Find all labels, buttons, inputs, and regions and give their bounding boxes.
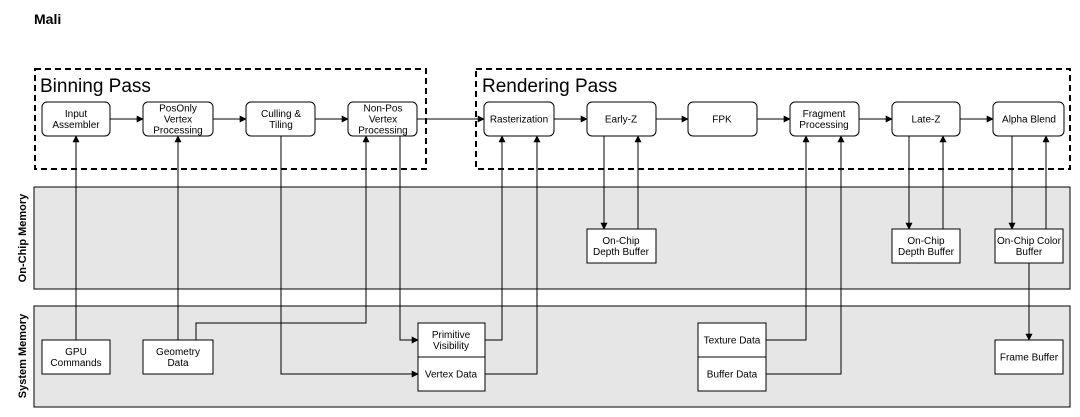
node-label-line: Primitive — [432, 330, 471, 341]
node-label-line: Depth Buffer — [898, 247, 955, 258]
node-label-line: Buffer — [1016, 247, 1043, 258]
node-label-line: Texture Data — [704, 336, 761, 347]
node-label-line: Tiling — [269, 120, 293, 131]
node-label-line: Alpha Blend — [1002, 115, 1056, 126]
group-rendering-pass: Rendering Pass — [475, 68, 1071, 170]
node-label-line: Processing — [799, 120, 848, 131]
node-late-z: Late-Z — [891, 101, 961, 137]
node-label-line: GPU — [65, 347, 87, 358]
node-label: Early-Z — [605, 115, 637, 126]
edges — [72, 115, 1050, 378]
node-label-line: On-Chip — [907, 236, 945, 247]
node-label: Texture Data — [704, 336, 761, 347]
edge-nonpos-to-primitive — [399, 136, 419, 344]
node-label-line: Commands — [50, 358, 101, 369]
node-label-line: Frame Buffer — [1000, 353, 1059, 364]
node-label-line: Processing — [153, 126, 202, 137]
node-label-line: Late-Z — [912, 115, 941, 126]
node-label-line: FPK — [712, 115, 732, 126]
node-frame-buffer: Frame Buffer — [994, 339, 1064, 375]
group-label-binning-pass: Binning Pass — [40, 76, 151, 97]
node-vertex-data: Vertex Data — [417, 356, 486, 392]
node-label-line: Rasterization — [490, 115, 548, 126]
node-label-line: Data — [167, 358, 189, 369]
node-label-line: PosOnly — [159, 104, 197, 115]
edge-texture-to-fragment — [766, 135, 810, 341]
lane-label-on-chip-memory: On-Chip Memory — [17, 193, 29, 282]
node-label: Vertex Data — [425, 370, 478, 381]
node-label-line: Non-Pos — [364, 104, 403, 115]
edge-buffer-to-fragment — [766, 135, 845, 375]
lane-label-system-memory: System Memory — [17, 313, 29, 398]
node-label-line: Assembler — [52, 120, 100, 131]
node-label-line: On-Chip Color — [997, 236, 1062, 247]
node-label-line: Early-Z — [605, 115, 637, 126]
node-label-line: On-Chip — [602, 236, 640, 247]
node-label-line: Vertex — [164, 115, 192, 126]
node-buffer-data: Buffer Data — [697, 356, 767, 392]
node-label-line: Buffer Data — [707, 370, 758, 381]
node-label-line: Geometry — [156, 347, 200, 358]
node-label-line: Visibility — [433, 341, 469, 352]
node-fpk: FPK — [687, 101, 758, 137]
node-label: Alpha Blend — [1002, 115, 1056, 126]
node-alpha-blend: Alpha Blend — [992, 101, 1065, 137]
node-label-line: Depth Buffer — [593, 247, 650, 258]
node-label: Frame Buffer — [1000, 353, 1059, 364]
diagram-title: Mali — [34, 11, 61, 27]
node-label-line: Fragment — [803, 109, 846, 120]
node-label-line: Culling & — [261, 109, 301, 120]
node-label-line: Processing — [358, 126, 407, 137]
node-culling-tiling: Culling &Tiling — [245, 101, 316, 137]
node-label-line: Vertex Data — [425, 370, 478, 381]
edge-vertexdata-to-rasterization — [485, 135, 541, 375]
group-label-rendering-pass: Rendering Pass — [482, 76, 617, 97]
node-label: Late-Z — [912, 115, 941, 126]
node-label: FPK — [712, 115, 732, 126]
node-rasterization: Rasterization — [483, 101, 555, 137]
node-early-z: Early-Z — [586, 101, 657, 137]
node-texture-data: Texture Data — [697, 322, 767, 358]
node-label-line: Input — [65, 109, 87, 120]
node-label-line: Vertex — [369, 115, 397, 126]
node-label: Culling &Tiling — [261, 109, 301, 131]
edge-primitive-to-rasterization — [485, 135, 506, 341]
node-label: Buffer Data — [707, 370, 758, 381]
edge-culling-to-vertexdata — [280, 136, 419, 378]
node-label: Rasterization — [490, 115, 548, 126]
